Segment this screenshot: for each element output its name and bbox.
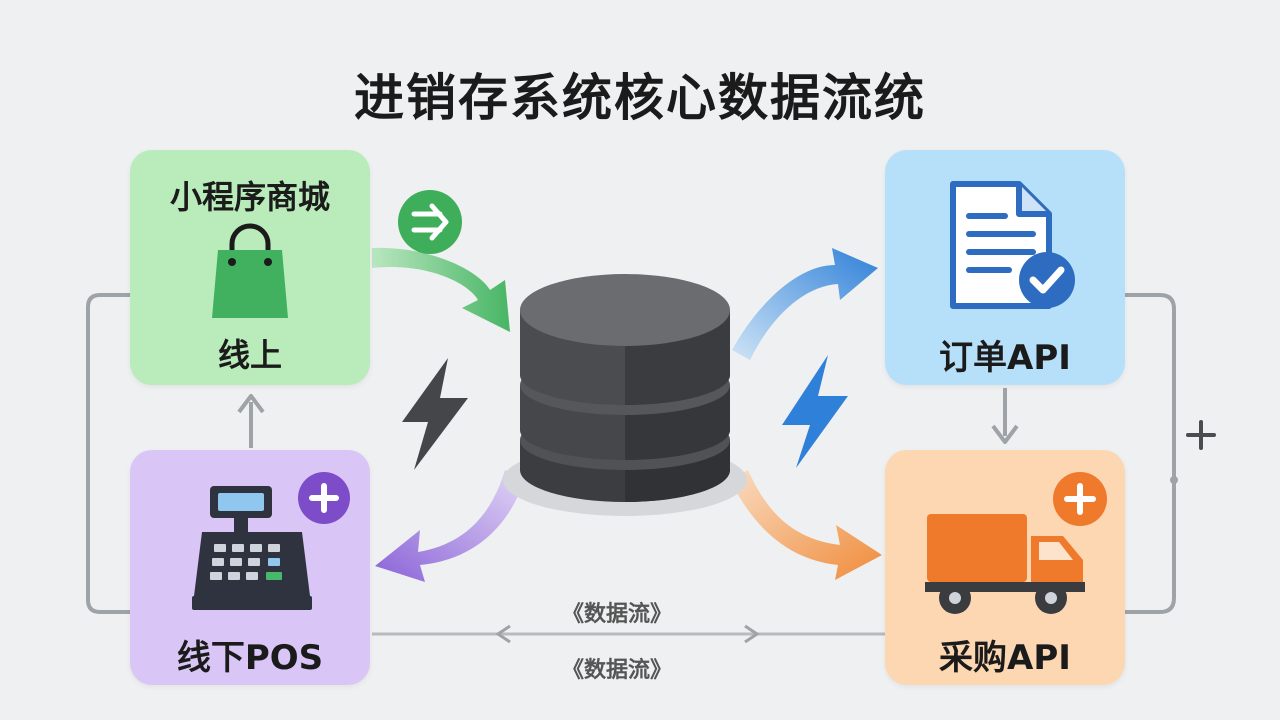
document-check-icon — [950, 181, 1075, 309]
lightning-icon — [782, 355, 848, 468]
green-flow-arrow — [372, 247, 510, 332]
node-title: 订单API — [939, 338, 1071, 378]
cash-register-icon — [192, 486, 312, 610]
node-offline-pos[interactable]: 线下POS — [130, 450, 370, 685]
database-icon — [503, 274, 747, 516]
order-to-purchase-arrow — [991, 388, 1019, 444]
node-purchase-api[interactable]: 采购API — [885, 450, 1125, 685]
flow-label: 《数据流》 — [562, 658, 673, 683]
plus-icon — [1053, 472, 1107, 526]
node-title: 线下POS — [176, 638, 324, 678]
blue-flow-arrow — [732, 248, 878, 360]
left-loop-line — [86, 293, 130, 614]
truck-icon — [925, 514, 1085, 614]
node-title: 采购API — [939, 638, 1071, 678]
node-mini-program-mall[interactable]: 小程序商城 线上 — [130, 150, 370, 385]
plus-icon — [298, 472, 350, 524]
shopping-bag-icon — [212, 223, 288, 318]
right-loop-line — [1125, 293, 1176, 614]
node-order-api[interactable]: 订单API — [885, 150, 1125, 385]
orange-flow-arrow — [730, 470, 882, 580]
lightning-icon — [402, 358, 468, 470]
page-title: 进销存系统核心数据流统 — [354, 69, 926, 127]
purple-flow-arrow — [375, 470, 525, 582]
right-loop-dot — [1170, 476, 1178, 484]
node-title: 小程序商城 — [169, 178, 330, 216]
plus-icon — [1186, 420, 1216, 450]
flow-label: 《数据流》 — [562, 602, 673, 627]
bottom-flow-line-1 — [372, 624, 885, 644]
node-subtitle: 线上 — [217, 336, 282, 374]
forward-arrow-icon — [398, 190, 462, 254]
pos-to-mall-arrow — [237, 394, 265, 448]
